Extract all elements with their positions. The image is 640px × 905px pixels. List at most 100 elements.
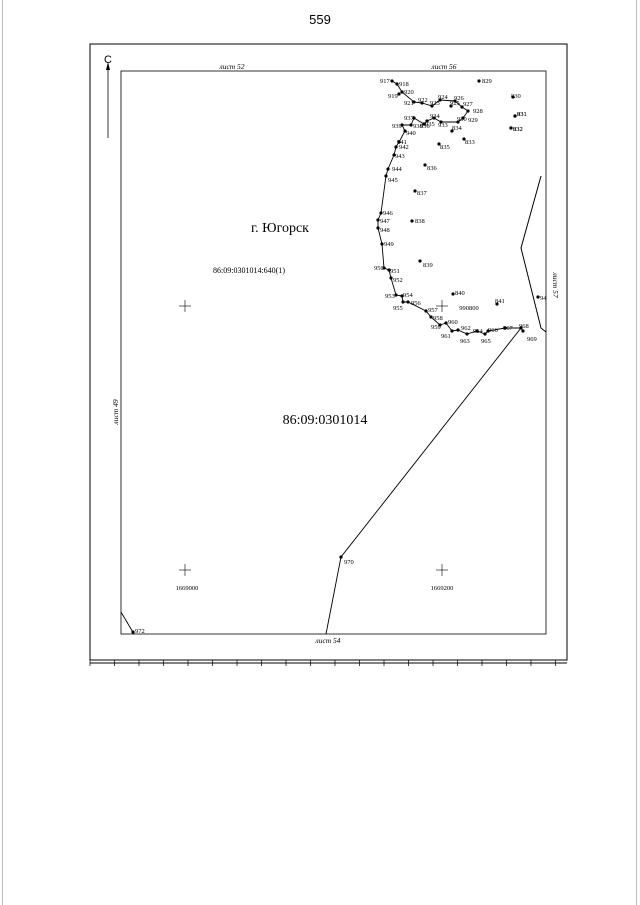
- boundary-point-label: 945: [388, 177, 398, 184]
- boundary-point-marker: [401, 300, 405, 304]
- inner-point-marker: [413, 189, 417, 193]
- boundary-point-marker: [389, 276, 393, 280]
- boundary-point-label: 917: [380, 78, 391, 85]
- inner-point-marker: [511, 95, 515, 99]
- boundary-point-label: 925: [450, 100, 460, 107]
- grid-cross-icon: [179, 300, 191, 312]
- right-boundary-line: [520, 175, 547, 333]
- boundary-point-marker: [412, 100, 416, 104]
- boundary-point-label: 931: [517, 111, 527, 118]
- boundary-point-marker: [425, 119, 429, 123]
- boundary-point-marker: [394, 145, 398, 149]
- inner-point-label: 830: [511, 93, 521, 100]
- page-number: 559: [309, 12, 331, 27]
- boundary-point-label: 960: [448, 319, 458, 326]
- page-edge-right: [636, 0, 637, 905]
- boundary-point-label: 972: [135, 628, 145, 635]
- boundary-point-marker: [450, 329, 454, 333]
- boundary-point-label: 934: [430, 113, 441, 120]
- corner-line: [120, 611, 135, 635]
- boundary-point-label: 930: [457, 116, 467, 123]
- boundary-point-marker: [486, 329, 490, 333]
- boundary-point-marker: [379, 211, 383, 215]
- boundary-point-label: 941: [397, 139, 407, 146]
- boundary-point-marker: [475, 329, 479, 333]
- boundary-point-marker: [387, 268, 391, 272]
- boundary-point-marker: [397, 92, 401, 96]
- inner-point-marker: [451, 292, 455, 296]
- boundary-point-label: 956: [411, 300, 422, 307]
- boundary-point-marker: [444, 321, 448, 325]
- inner-point-label: 831: [517, 111, 527, 118]
- boundary-point-marker: [376, 226, 380, 230]
- boundary-point-marker: [384, 174, 388, 178]
- boundary-point-marker: [453, 99, 457, 103]
- boundary-point-label: 950: [374, 265, 384, 272]
- boundary-point-label: 947: [380, 218, 391, 225]
- boundary-point-marker: [438, 98, 442, 102]
- boundary-point-label: 932: [513, 126, 523, 133]
- inner-point-marker: [410, 219, 414, 223]
- edge-point-marker: [536, 295, 540, 299]
- boundary-point-marker: [386, 167, 390, 171]
- boundary-point-label: 970: [344, 559, 354, 566]
- inner-point-marker: [477, 79, 481, 83]
- boundary-point-label: 964: [473, 328, 484, 335]
- boundary-point-marker: [380, 242, 384, 246]
- boundary-point-marker: [439, 120, 443, 124]
- boundary-point-marker: [382, 266, 386, 270]
- inner-point-label: 841: [495, 298, 505, 305]
- boundary-point-label: 922: [418, 97, 428, 104]
- boundary-point-marker: [424, 309, 428, 313]
- boundary-point-label: 926: [454, 95, 465, 102]
- grid-cross-icon: [179, 564, 191, 576]
- boundary-point-marker: [390, 79, 394, 83]
- boundary-point-label: 951: [390, 268, 400, 275]
- boundary-point-marker: [409, 123, 413, 127]
- boundary-point-marker: [430, 104, 434, 108]
- boundary-point-label: 966: [488, 327, 499, 334]
- boundary-point-marker: [465, 332, 469, 336]
- boundary-point-label: 921: [404, 100, 414, 107]
- boundary-point-label: 929: [468, 117, 478, 124]
- boundary-point-marker: [438, 323, 442, 327]
- boundary-point-marker: [422, 122, 426, 126]
- boundary-point-label: 967: [503, 325, 514, 332]
- grid-label-right: 1669200: [431, 585, 454, 592]
- sheet-label-top-left: лист 52: [218, 62, 244, 71]
- boundary-point-label: 923: [430, 100, 440, 107]
- boundary-point-marker: [460, 105, 464, 109]
- sheet-label-right: лист 57: [551, 271, 560, 297]
- quarter-label: 86:09:0301014: [283, 413, 368, 428]
- inner-point-label: 839: [423, 262, 433, 269]
- boundary-point-marker: [483, 332, 487, 336]
- boundary-point-marker: [432, 116, 436, 120]
- boundary-point-label: 961: [441, 333, 451, 340]
- boundary-point-marker: [394, 293, 398, 297]
- boundary-point-marker: [376, 218, 380, 222]
- boundary-point-label: 968: [519, 323, 529, 330]
- inner-point-marker: [509, 126, 513, 130]
- boundary-point-marker: [400, 294, 404, 298]
- boundary-point-label: 942: [399, 144, 409, 151]
- inner-point-label: 837: [417, 190, 428, 197]
- boundary-point-label: 920: [404, 89, 414, 96]
- boundary-point-label: 939: [392, 123, 402, 130]
- boundary-point-marker: [406, 300, 410, 304]
- boundary-point-label: 933: [438, 122, 448, 129]
- boundary-point-label: 946: [383, 210, 394, 217]
- parcel-boundary-line: [377, 80, 524, 335]
- inner-point-marker: [423, 163, 427, 167]
- inner-point-marker: [418, 259, 422, 263]
- road-line: [325, 327, 522, 635]
- boundary-point-label: 963: [460, 338, 470, 345]
- boundary-point-label: 927: [463, 101, 474, 108]
- sheet-label-bottom: лист 54: [314, 636, 340, 645]
- boundary-point-marker: [412, 116, 416, 120]
- grid-label-left: 1669000: [176, 585, 199, 592]
- inner-point-marker: [513, 114, 517, 118]
- boundary-point-marker: [466, 109, 470, 113]
